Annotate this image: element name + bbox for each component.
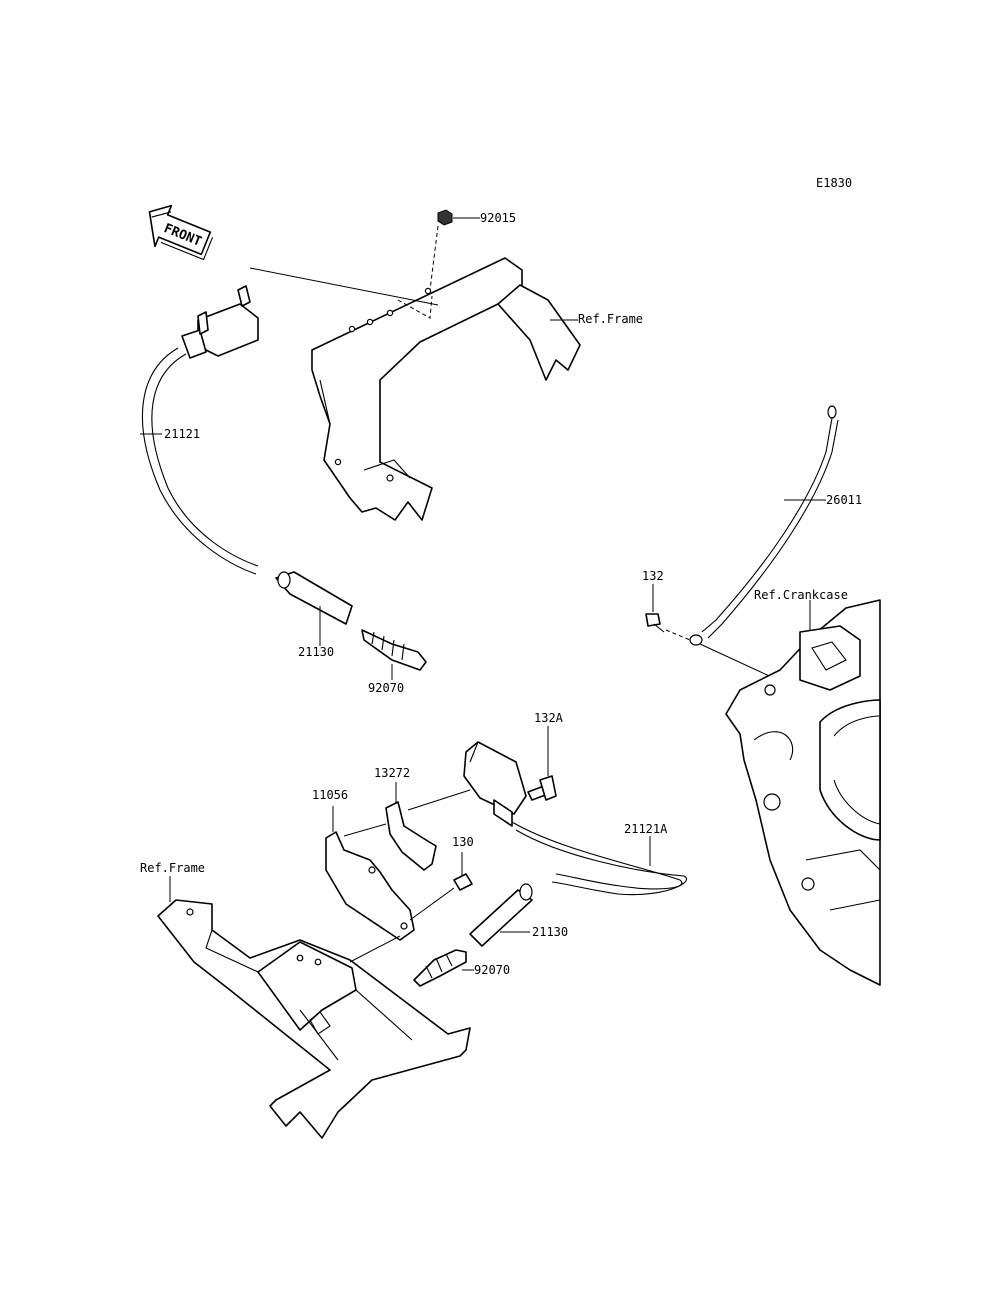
- ignition-coil-lower: [463, 741, 527, 827]
- crankcase: [725, 599, 881, 986]
- label-ref-crankcase: Ref.Crankcase: [754, 588, 848, 602]
- label-26011: 26011: [826, 493, 862, 507]
- bolt-132: [645, 584, 779, 681]
- label-ref-frame-bottom: Ref.Frame: [140, 861, 205, 875]
- front-arrow-icon: FRONT: [148, 204, 214, 261]
- ht-lead-21121: [140, 347, 259, 575]
- bracket-11056: [325, 806, 415, 941]
- ht-lead-21121A: [511, 821, 687, 896]
- upper-frame: [311, 257, 581, 521]
- label-21130-lower: 21130: [532, 925, 568, 939]
- label-21130-upper: 21130: [298, 645, 334, 659]
- label-21121: 21121: [164, 427, 200, 441]
- spark-plug-92070-lower: [413, 949, 474, 987]
- label-92070-lower: 92070: [474, 963, 510, 977]
- label-21121A: 21121A: [624, 822, 668, 836]
- label-92070-upper: 92070: [368, 681, 404, 695]
- lower-frame: [157, 876, 471, 1139]
- bolt-130: [409, 852, 473, 921]
- ignition-coil-upper: [181, 267, 439, 359]
- ground-lead-26011: [689, 405, 839, 646]
- label-92015: 92015: [480, 211, 516, 225]
- label-130: 130: [452, 835, 474, 849]
- label-ref-frame-top: Ref.Frame: [578, 312, 643, 326]
- label-132: 132: [642, 569, 664, 583]
- nut-92015: [429, 209, 480, 291]
- label-132A: 132A: [534, 711, 564, 725]
- label-11056: 11056: [312, 788, 348, 802]
- bracket-13272: [385, 782, 471, 871]
- spark-plug-92070-upper: [361, 629, 427, 680]
- label-13272: 13272: [374, 766, 410, 780]
- plug-cap-21130-upper: [275, 571, 353, 646]
- plug-cap-21130-lower: [469, 883, 533, 947]
- diagram-code: E1830: [816, 176, 852, 190]
